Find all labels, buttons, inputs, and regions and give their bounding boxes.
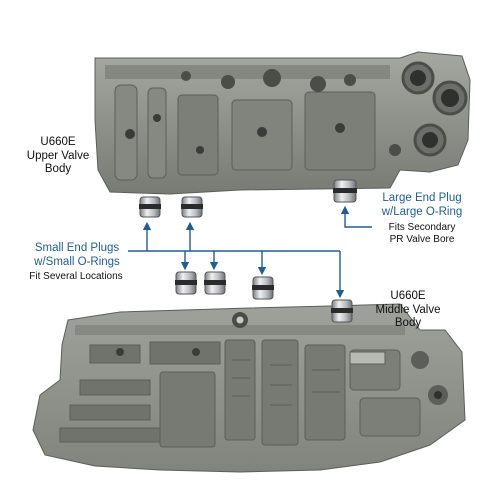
end-plug-lower-4 bbox=[331, 299, 353, 323]
middle-valve-body bbox=[32, 303, 466, 473]
arrow-lines bbox=[128, 205, 372, 299]
end-plug-upper-center bbox=[181, 196, 203, 218]
small-end-plugs-label: Small End Plugs w/Small O-Rings bbox=[34, 242, 120, 268]
large-plug-bracket bbox=[340, 205, 372, 228]
end-plug-lower-2 bbox=[204, 271, 226, 295]
upper-valve-body-label: U660E Upper Valve Body bbox=[26, 136, 90, 176]
end-plug-lower-3 bbox=[252, 276, 274, 300]
large-end-plug-label: Large End Plug w/Large O-Ring bbox=[381, 192, 463, 218]
large-end-plug bbox=[333, 179, 357, 203]
end-plug-lower-1 bbox=[175, 271, 197, 295]
middle-valve-body-label: U660E Middle Valve Body bbox=[375, 290, 441, 330]
small-end-plugs-note: Fit Several Locations bbox=[29, 271, 123, 282]
end-plug-upper-left bbox=[139, 196, 161, 218]
upper-valve-body bbox=[94, 51, 471, 195]
large-end-plug-note: Fits Secondary PR Valve Bore bbox=[388, 222, 456, 245]
